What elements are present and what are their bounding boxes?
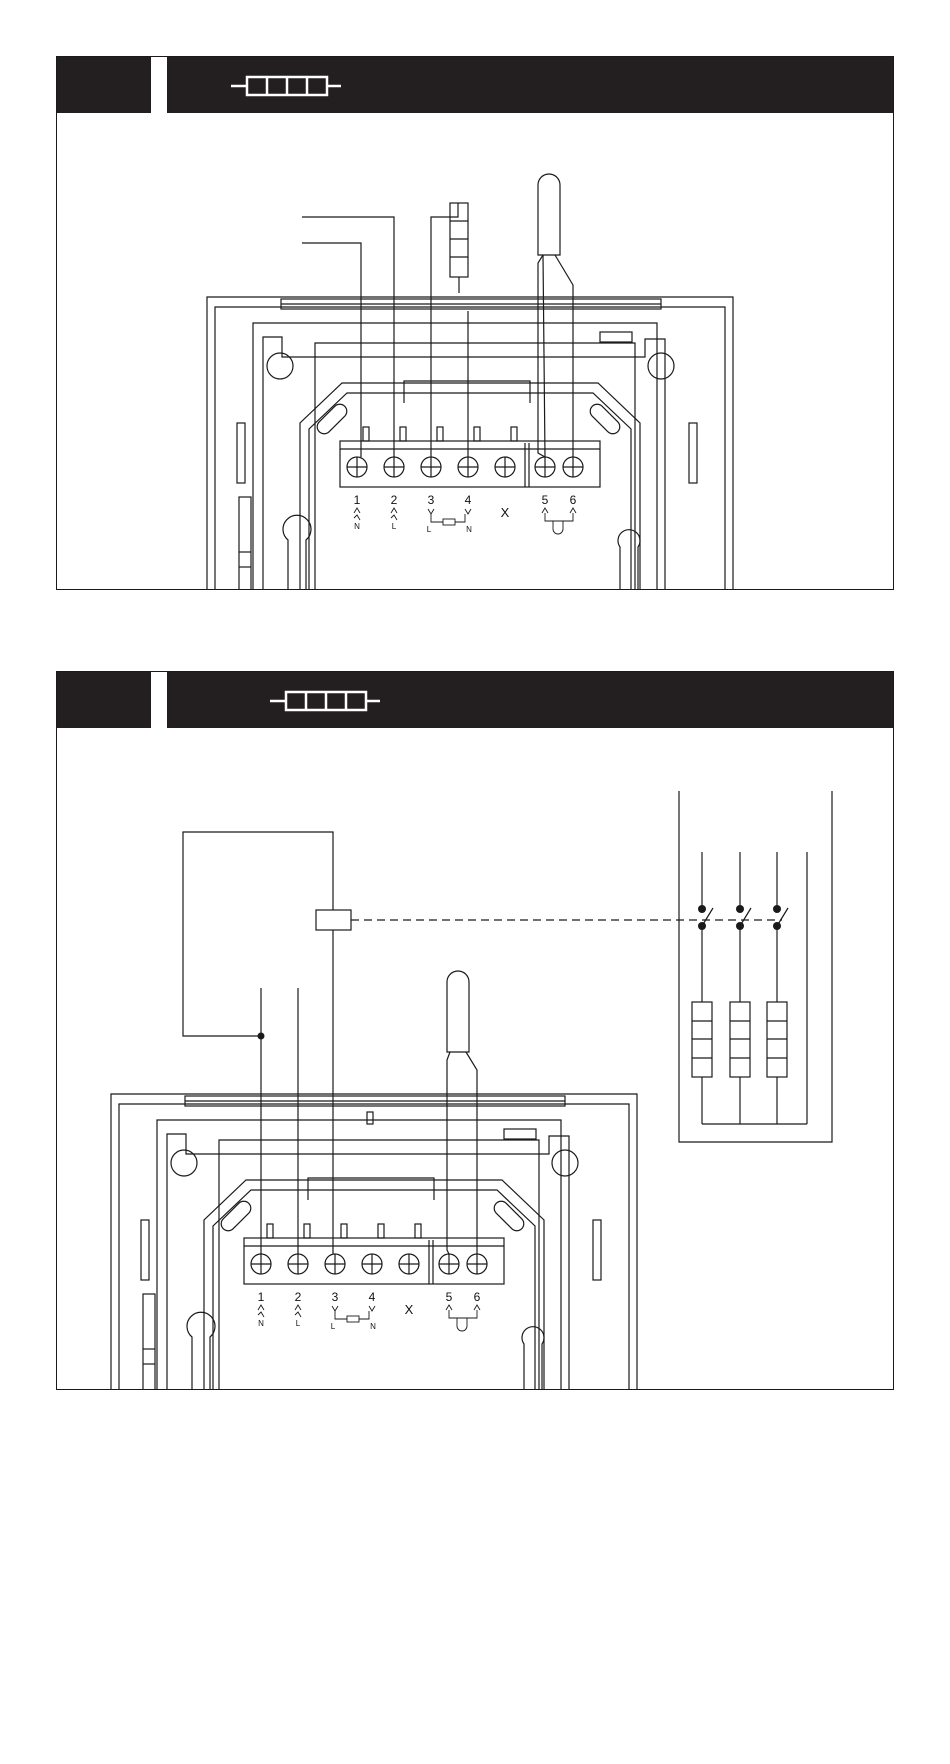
wiring-diagram-contactor: 1 2 3 4 X 5 6 N L L N	[56, 671, 894, 1390]
thermostat-contactor-drawing: 1 2 3 4 X 5 6 N L L N	[57, 672, 894, 1390]
terminal-x-label: X	[501, 505, 510, 520]
terminal-labels: 1 2 3 4 X 5 6 N L L N	[354, 493, 577, 534]
terminal-2-letter: L	[296, 1319, 301, 1328]
sensor-probe-icon	[538, 174, 560, 255]
terminal-1-label: 1	[258, 1290, 265, 1304]
terminal-screws	[347, 457, 583, 477]
terminal-2-label: 2	[295, 1290, 302, 1304]
heating-element-icon	[450, 203, 468, 277]
terminal-x-label: X	[405, 1302, 414, 1317]
terminal-5-label: 5	[542, 493, 549, 507]
terminal-2-letter: L	[392, 522, 397, 531]
terminal-6-label: 6	[570, 493, 577, 507]
terminal-3-label: 3	[332, 1290, 339, 1304]
terminal-4-label: 4	[465, 493, 472, 507]
terminal-4-letter: N	[370, 1322, 376, 1331]
terminal-5-label: 5	[446, 1290, 453, 1304]
terminal-labels: 1 2 3 4 X 5 6 N L L N	[258, 1290, 481, 1331]
terminal-1-label: 1	[354, 493, 361, 507]
terminal-3-letter: L	[427, 525, 432, 534]
terminal-4-letter: N	[466, 525, 472, 534]
thermostat-housing-drawing: 1 2 3 4 X 5 6 N L L N	[57, 57, 894, 590]
terminal-screws	[251, 1254, 487, 1274]
terminal-1-letter: N	[354, 522, 360, 531]
terminal-2-label: 2	[391, 493, 398, 507]
terminal-3-letter: L	[331, 1322, 336, 1331]
terminal-1-letter: N	[258, 1319, 264, 1328]
contactor-icon	[316, 910, 351, 930]
wiring-diagram-direct: 1 2 3 4 X 5 6 N L L N	[56, 56, 894, 590]
sensor-probe-icon	[447, 971, 469, 1052]
terminal-6-label: 6	[474, 1290, 481, 1304]
terminal-3-label: 3	[428, 493, 435, 507]
terminal-4-label: 4	[369, 1290, 376, 1304]
